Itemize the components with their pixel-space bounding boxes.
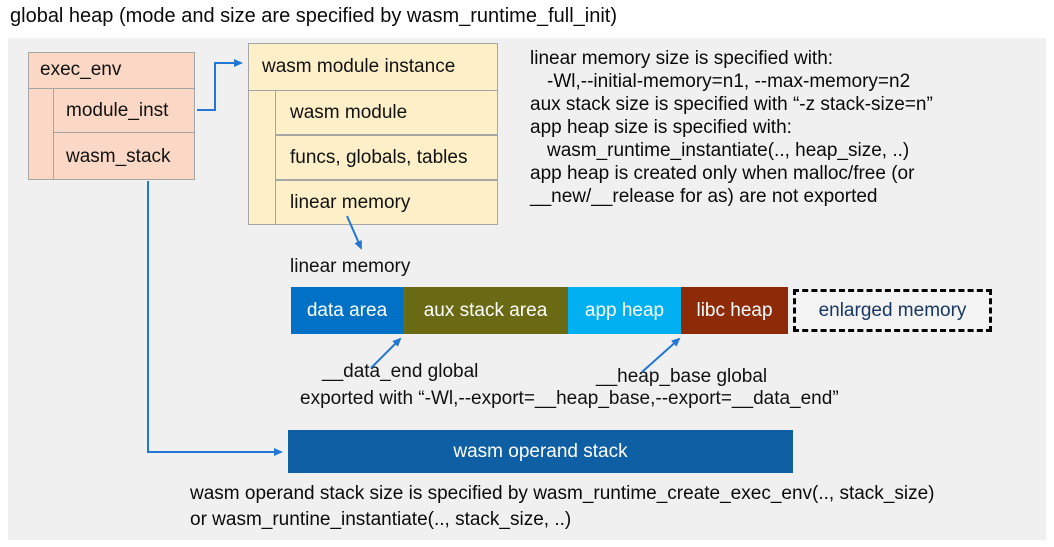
note-app-heap-size: app heap size is specified with: <box>530 117 792 138</box>
annotation-data-end-global: __data_end global <box>322 361 479 382</box>
note-app-heap-created-2: __new/__release for as) are not exported <box>530 186 878 207</box>
enlarged-memory-box: enlarged memory <box>793 289 992 332</box>
diagram-title: global heap (mode and size are specified… <box>10 5 617 27</box>
exec-env-row-module-inst: module_inst <box>53 88 195 133</box>
note-aux-stack-size: aux stack size is specified with “-z sta… <box>530 94 933 115</box>
note-linear-memory-size: linear memory size is specified with: <box>530 48 834 69</box>
note-app-heap-created-1: app heap is created only when malloc/fre… <box>530 163 915 184</box>
wasm-operand-stack-bar: wasm operand stack <box>288 430 793 473</box>
module-instance-row-wasm-module: wasm module <box>275 90 498 135</box>
segment-app-heap: app heap <box>568 287 681 334</box>
exec-env-title: exec_env <box>40 59 122 80</box>
linear-memory-label: linear memory <box>290 256 411 277</box>
footer-note: wasm operand stack size is specified by … <box>190 481 935 533</box>
module-instance-row-funcs-globals-tables: funcs, globals, tables <box>275 135 498 180</box>
notes-block: linear memory size is specified with: -W… <box>530 47 1045 208</box>
annotation-export-line: exported with “-Wl,--export=__heap_base,… <box>300 388 839 409</box>
footer-line-1: wasm operand stack size is specified by … <box>190 483 935 504</box>
note-wl-flags: -Wl,--initial-memory=n1, --max-memory=n2 <box>547 71 911 92</box>
segment-aux-stack-area: aux stack area <box>403 287 568 334</box>
segment-data-area: data area <box>291 287 403 334</box>
footer-line-2: or wasm_runtine_instantiate(.., stack_si… <box>190 509 572 530</box>
segment-libc-heap: libc heap <box>681 287 788 334</box>
module-instance-row-linear-memory: linear memory <box>275 180 498 225</box>
note-instantiate-call: wasm_runtime_instantiate(.., heap_size, … <box>547 140 910 161</box>
exec-env-row-wasm-stack: wasm_stack <box>53 132 195 180</box>
annotation-heap-base-global: __heap_base global <box>596 366 768 387</box>
linear-memory-bar: data area aux stack area app heap libc h… <box>291 287 788 334</box>
module-instance-title: wasm module instance <box>262 56 456 77</box>
